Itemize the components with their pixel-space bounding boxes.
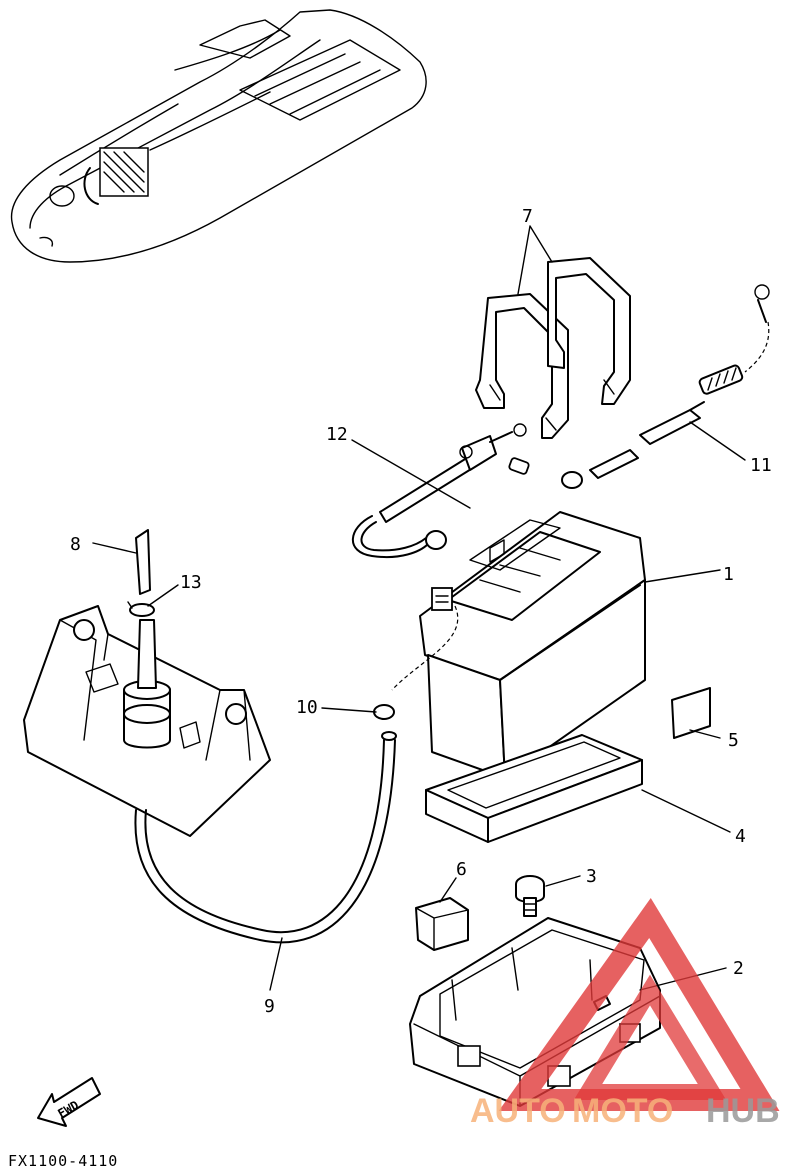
part-label-12: 12 [326, 424, 348, 445]
part-label-8: 8 [70, 534, 81, 555]
drawing-code: FX1100-4110 [8, 1152, 118, 1170]
watermark-text-hub: HUB [706, 1092, 780, 1130]
part-label-4: 4 [735, 826, 746, 847]
part-label-7: 7 [522, 206, 533, 227]
part-label-11: 11 [750, 455, 772, 476]
battery-mount-bracket [23, 605, 271, 837]
part-label-2: 2 [733, 958, 744, 979]
battery-strap-pair [475, 257, 631, 439]
part-label-13: 13 [180, 572, 202, 593]
part-label-3: 3 [586, 866, 597, 887]
forward-direction-arrow: FWD [37, 1077, 101, 1127]
battery-label-plate [671, 687, 711, 739]
part-label-5: 5 [728, 730, 739, 751]
battery [419, 511, 646, 779]
hose-clip [373, 704, 395, 720]
watermark-text-moto: MOTO [572, 1092, 673, 1130]
watermark-triangle-inner [573, 974, 727, 1100]
watercraft-overview-illustration [10, 9, 427, 263]
automotohub-watermark: AUTO MOTO HUB [470, 898, 780, 1130]
breather-pipe-fitting [135, 529, 151, 595]
hose-clamp [127, 601, 155, 617]
part-label-10: 10 [296, 697, 318, 718]
part-label-6: 6 [456, 859, 467, 880]
part-label-9: 9 [264, 996, 275, 1017]
negative-battery-cable [351, 423, 530, 558]
battery-pad [425, 734, 643, 843]
rubber-cap [415, 897, 469, 951]
box-mounting-bolt [515, 875, 545, 917]
breather-hose [134, 731, 397, 944]
part-label-1: 1 [723, 564, 734, 585]
leader-lines [92, 225, 746, 991]
battery-box [409, 917, 661, 1107]
positive-battery-cable [561, 284, 770, 489]
watermark-text-auto: AUTO [470, 1092, 566, 1130]
